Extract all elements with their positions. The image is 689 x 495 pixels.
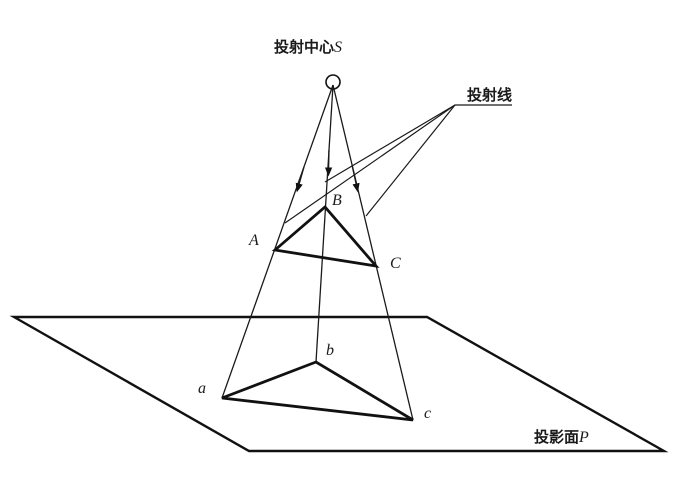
projection-plane: [9, 315, 669, 453]
point-a-label: a: [198, 380, 206, 397]
space-triangle-ABC: [271, 205, 380, 268]
projected-triangle-abc: [221, 360, 414, 422]
arrow-ray-b-icon: [324, 149, 333, 177]
point-b-label: b: [326, 342, 334, 359]
ray-s-b: [315, 84, 334, 363]
ray-s-a: [221, 84, 334, 399]
projection-rays: [221, 84, 414, 421]
projection-rays-label: 投射线: [467, 86, 512, 104]
point-B-label: B: [332, 192, 342, 209]
point-A-label: A: [248, 232, 259, 249]
arrow-ray-a-icon: [295, 166, 305, 193]
rays-leader: [284, 104, 512, 224]
point-C-label: C: [390, 255, 401, 272]
point-c-label: c: [424, 405, 431, 422]
projection-plane-label: 投影面P: [534, 428, 589, 446]
ray-s-c: [332, 84, 414, 421]
projection-center-label: 投射中心S: [274, 38, 342, 56]
arrow-ray-c-icon: [351, 164, 360, 193]
